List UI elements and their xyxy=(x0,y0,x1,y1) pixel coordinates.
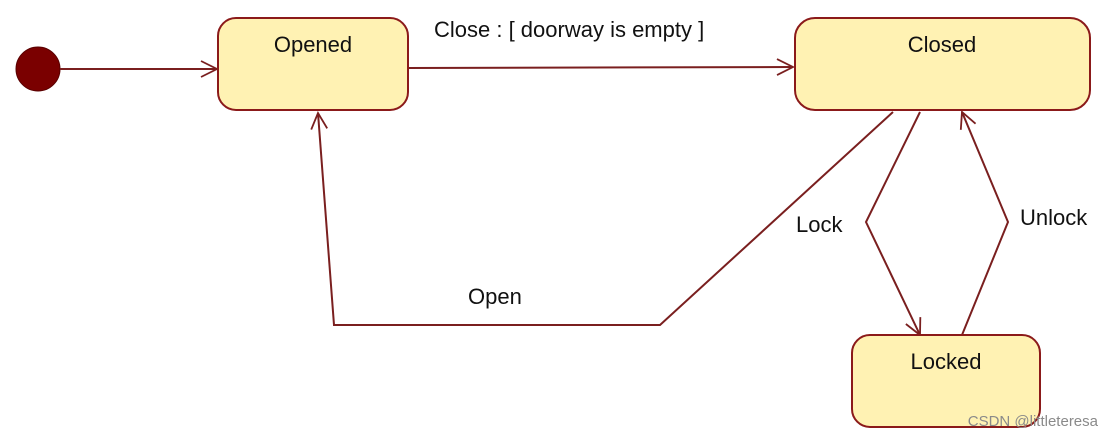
transition-unlock-label: Unlock xyxy=(1020,205,1088,230)
state-locked-label: Locked xyxy=(911,349,982,374)
state-closed-box xyxy=(794,17,1091,111)
transition-open-label: Open xyxy=(468,284,522,309)
initial-node xyxy=(15,46,61,92)
state-opened-box xyxy=(217,17,409,111)
state-closed-label: Closed xyxy=(908,32,976,57)
state-locked-box xyxy=(851,334,1041,428)
edge-close xyxy=(407,67,793,68)
state-opened-label: Opened xyxy=(274,32,352,57)
edge-unlock xyxy=(962,112,1010,336)
transition-lock-label: Lock xyxy=(796,212,843,237)
edge-open xyxy=(318,112,894,326)
transition-close-label: Close : [ doorway is empty ] xyxy=(434,17,704,42)
watermark-text: CSDN @littleteresa xyxy=(968,413,1099,430)
edge-lock xyxy=(864,111,920,335)
